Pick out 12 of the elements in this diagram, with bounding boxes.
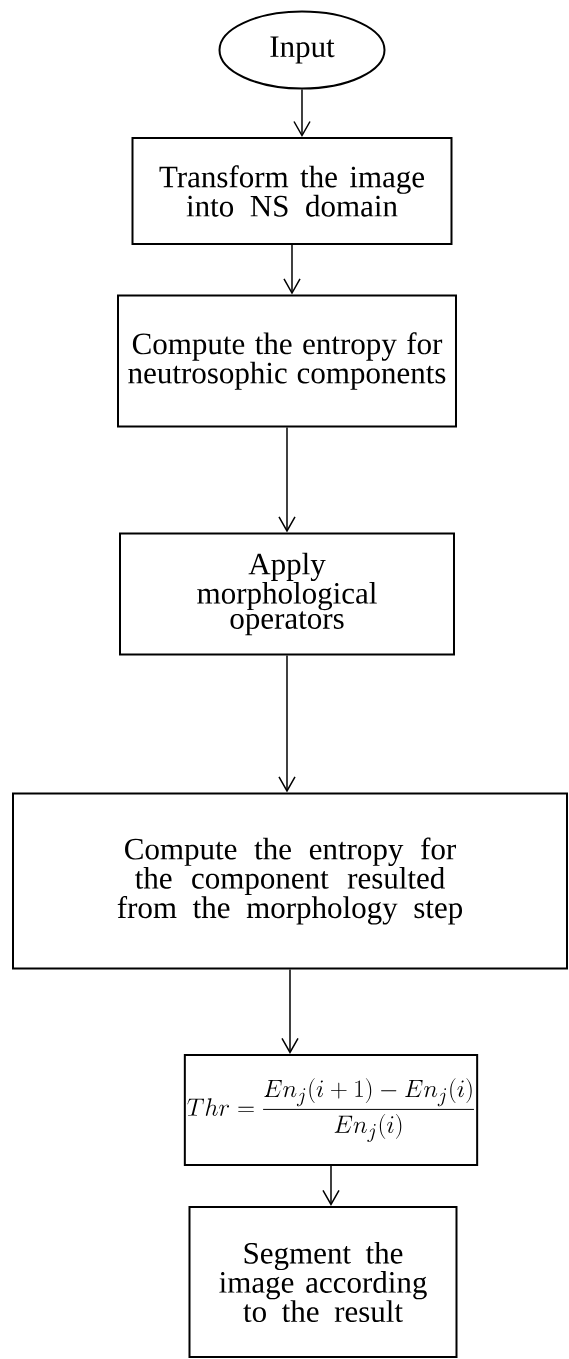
arrow	[281, 968, 299, 1054]
process-box: Transform the image into NS domain	[131, 137, 453, 245]
arrow	[293, 88, 311, 137]
process-box: Segment the image according to the result	[188, 1206, 458, 1358]
process-box: $Thr=\frac{En_j(i+1)-En_j(i)}{En_j(i)}$	[183, 1054, 479, 1166]
arrow	[283, 244, 301, 295]
process-box: Compute the entropy for neutrosophic components	[117, 294, 457, 428]
arrow	[278, 654, 296, 793]
process-box: Apply morphological operators	[119, 532, 455, 656]
process-box: Compute the entropy for the component resulted from the morphology step	[12, 792, 568, 970]
arrow	[322, 1165, 340, 1206]
arrow	[278, 426, 296, 533]
